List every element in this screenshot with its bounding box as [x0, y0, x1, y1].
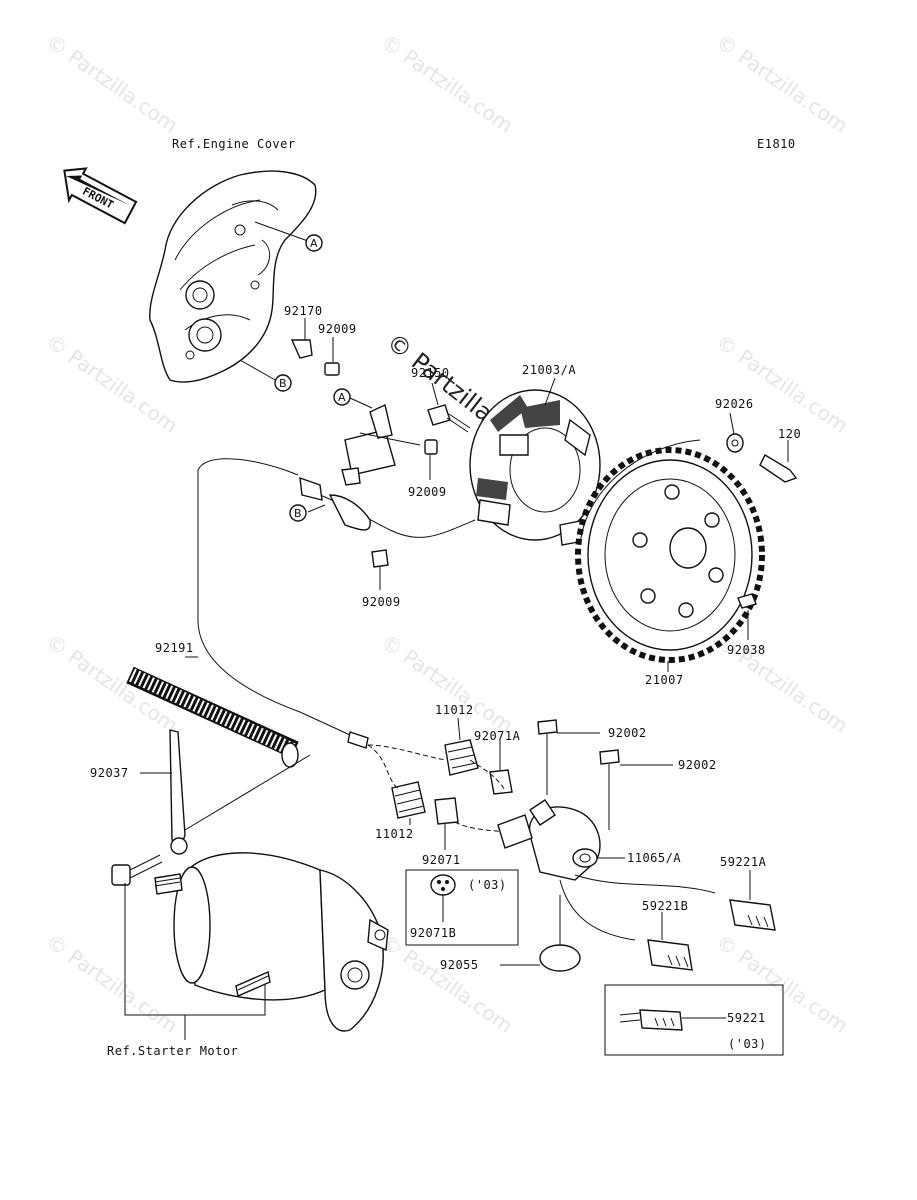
engine-cover-drawing	[149, 170, 317, 383]
label-92002-b: 92002	[678, 758, 717, 772]
inset-box-59221	[604, 984, 784, 1056]
label-92055: 92055	[440, 958, 479, 972]
label-59221: 59221	[727, 1011, 766, 1025]
pickup-coil-drawing	[341, 404, 421, 486]
label-11065A: 11065/A	[627, 851, 681, 865]
watermark: © Partzilla.com	[377, 929, 517, 1037]
label-92071A: 92071A	[474, 729, 521, 743]
watermark: © Partzilla.com	[712, 29, 852, 137]
year-note-59221: ('03)	[728, 1037, 767, 1051]
label-59221A: 59221A	[720, 855, 767, 869]
watermark: © Partzilla.com	[42, 929, 182, 1037]
label-92191: 92191	[155, 641, 194, 655]
label-21003A: 21003/A	[522, 363, 576, 377]
inset-box-92071B	[405, 869, 519, 946]
label-92037: 92037	[90, 766, 129, 780]
callout-b-wire: B	[294, 507, 302, 520]
label-92170: 92170	[284, 304, 323, 318]
year-note-92071B: ('03)	[468, 878, 507, 892]
ref-engine-cover-label: Ref.Engine Cover	[172, 137, 296, 151]
label-11012-top: 11012	[435, 703, 474, 717]
watermark: © Partzilla.com	[42, 29, 182, 137]
label-92009-low: 92009	[362, 595, 401, 609]
watermark: © Partzilla.com	[712, 329, 852, 437]
callout-a-coil: A	[338, 391, 346, 404]
label-120: 120	[778, 427, 801, 441]
callout-a-top: A	[310, 237, 318, 250]
label-21007: 21007	[645, 673, 684, 687]
label-59221B: 59221B	[642, 899, 688, 913]
label-92009-mid: 92009	[408, 485, 447, 499]
callout-b-top: B	[279, 377, 287, 390]
label-92009-top: 92009	[318, 322, 357, 336]
label-92026: 92026	[715, 397, 754, 411]
label-92071: 92071	[422, 853, 461, 867]
housing-drawing	[497, 799, 601, 881]
front-arrow-icon: FRONT	[63, 167, 138, 225]
label-92002-a: 92002	[608, 726, 647, 740]
label-92150: 92150	[411, 366, 450, 380]
starter-motor-drawing	[154, 754, 389, 1032]
diagram-code: E1810	[757, 137, 796, 151]
watermark: © Partzilla.com	[377, 629, 517, 737]
label-92071B: 92071B	[410, 926, 456, 940]
flywheel-gear-drawing	[575, 439, 765, 663]
stator-drawing	[469, 389, 601, 546]
label-92038: 92038	[727, 643, 766, 657]
watermark: © Partzilla.com	[377, 29, 517, 137]
label-11012-low: 11012	[375, 827, 414, 841]
cable-wrap-drawing	[126, 666, 299, 768]
ref-starter-motor-label: Ref.Starter Motor	[107, 1044, 238, 1058]
